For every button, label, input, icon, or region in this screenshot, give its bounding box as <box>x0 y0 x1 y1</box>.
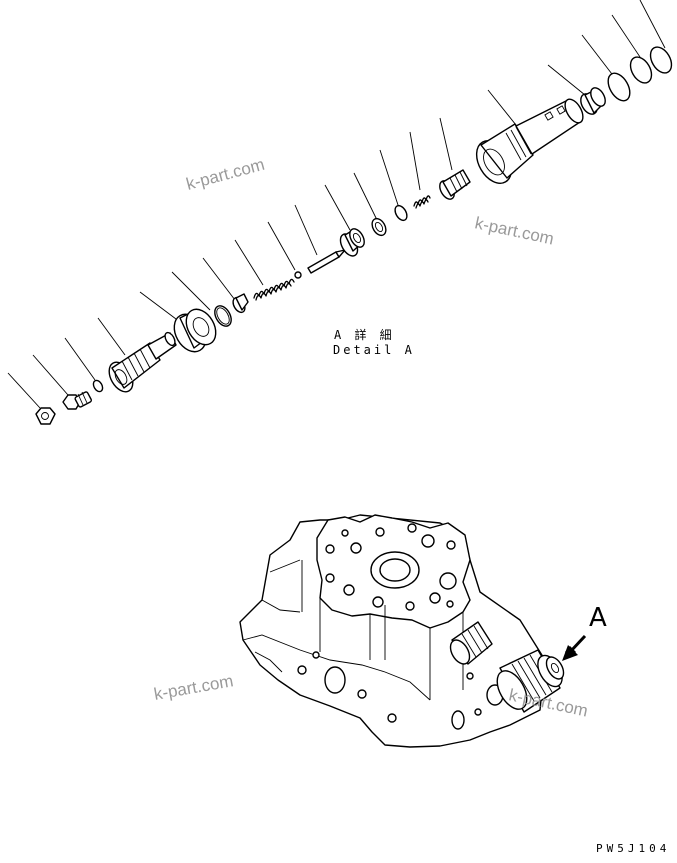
part-sleeve-body <box>475 98 584 184</box>
part-collar-nut <box>580 87 606 115</box>
detail-title-japanese: A 詳 細 <box>334 328 395 342</box>
watermark-text: k-part.com <box>152 671 234 704</box>
part-threaded-plug <box>439 169 471 200</box>
part-backup-ring-2 <box>629 56 653 84</box>
detail-callout-label: A <box>589 603 607 633</box>
part-o-ring-small-2 <box>394 204 408 222</box>
valve-block-assembly <box>239 514 565 748</box>
part-hex-nut <box>35 407 56 425</box>
part-o-ring-2 <box>607 72 631 102</box>
detail-a-arrow-icon <box>562 634 587 661</box>
leader-lines <box>7 0 666 409</box>
drawing-code: PW5J104 <box>596 842 671 855</box>
part-small-cap <box>232 293 249 314</box>
part-large-ring-nut <box>173 308 217 353</box>
part-o-ring-3 <box>649 46 673 74</box>
part-spring-2 <box>413 195 431 209</box>
detail-title: Detail A <box>333 343 415 357</box>
part-backup-ring <box>371 217 387 237</box>
part-adjust-screw <box>62 391 92 410</box>
part-seat <box>339 228 365 257</box>
part-spring-1 <box>253 278 295 301</box>
watermark-text: k-part.com <box>184 155 266 194</box>
part-ball <box>294 271 302 279</box>
part-plug-body <box>108 331 177 393</box>
part-o-ring-1 <box>214 305 232 327</box>
watermark-text: k-part.com <box>473 213 555 248</box>
part-poppet-pin <box>307 249 346 274</box>
part-o-ring-small-1 <box>92 379 104 393</box>
